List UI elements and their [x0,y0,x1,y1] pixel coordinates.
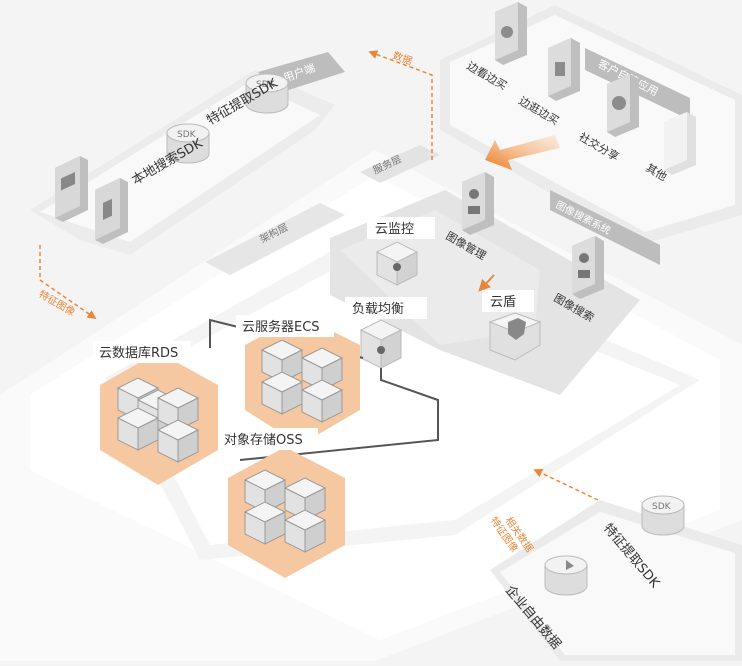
cloud-monitor-label: 云监控 [375,222,414,237]
load-balance-label-box: 负载均衡 [345,297,427,319]
infra-connector [239,368,439,461]
desktop-device [55,156,88,222]
feature-image-flow-label: 特征图像 [37,288,78,318]
load-balance-cube [359,319,403,369]
image-management-device [462,172,494,235]
local-search-sdk-cylinder: SDK [166,123,210,164]
sdk-badge: SDK [177,130,197,140]
app-to-service-arrow [485,135,560,170]
enterprise-sdk-cylinder: SDK [641,495,685,536]
sdk-badge: SDK [256,80,276,90]
cloud-shield-block [488,312,542,361]
rds-label: 云数据库RDS [99,345,178,361]
app-tile-social-share [607,74,639,137]
app-tile-other [664,112,696,175]
enterprise-panel [490,500,742,661]
ecs-cluster [245,315,360,445]
ecs-label: 云服务器ECS [242,319,320,335]
data-flow-label: 数据 [391,49,414,68]
cloud-shield-label: 云盾 [490,295,516,310]
oss-cluster [228,447,345,578]
customer-apps-panel: 客户自建应用 [440,5,742,245]
oss-label-box: 对象存储OSS [218,428,318,450]
rds-cluster [100,352,218,485]
cloud-monitor-label-box: 云监控 [367,217,435,239]
sdk-badge: SDK [652,502,672,512]
feature-sdk-cylinder: SDK [245,73,289,114]
rds-label-box: 云数据库RDS [93,341,191,363]
mobile-device [95,178,128,244]
image-search-device [572,236,604,299]
enterprise-data-cylinder [544,555,588,596]
load-balance-label: 负载均衡 [352,302,404,317]
enterprise-flow-arrow [533,469,599,501]
data-flow-arrow [368,50,433,160]
cloud-shield-label-box: 云盾 [482,290,534,312]
monitor-to-shield-arrow [478,274,495,292]
app-tile-watch-buy [495,2,527,65]
feature-image-flow-arrow [39,245,97,320]
ecs-label-box: 云服务器ECS [236,315,334,337]
app-tile-browse-buy [548,38,580,101]
oss-label: 对象存储OSS [224,433,303,448]
cloud-monitor-cube [375,241,419,286]
